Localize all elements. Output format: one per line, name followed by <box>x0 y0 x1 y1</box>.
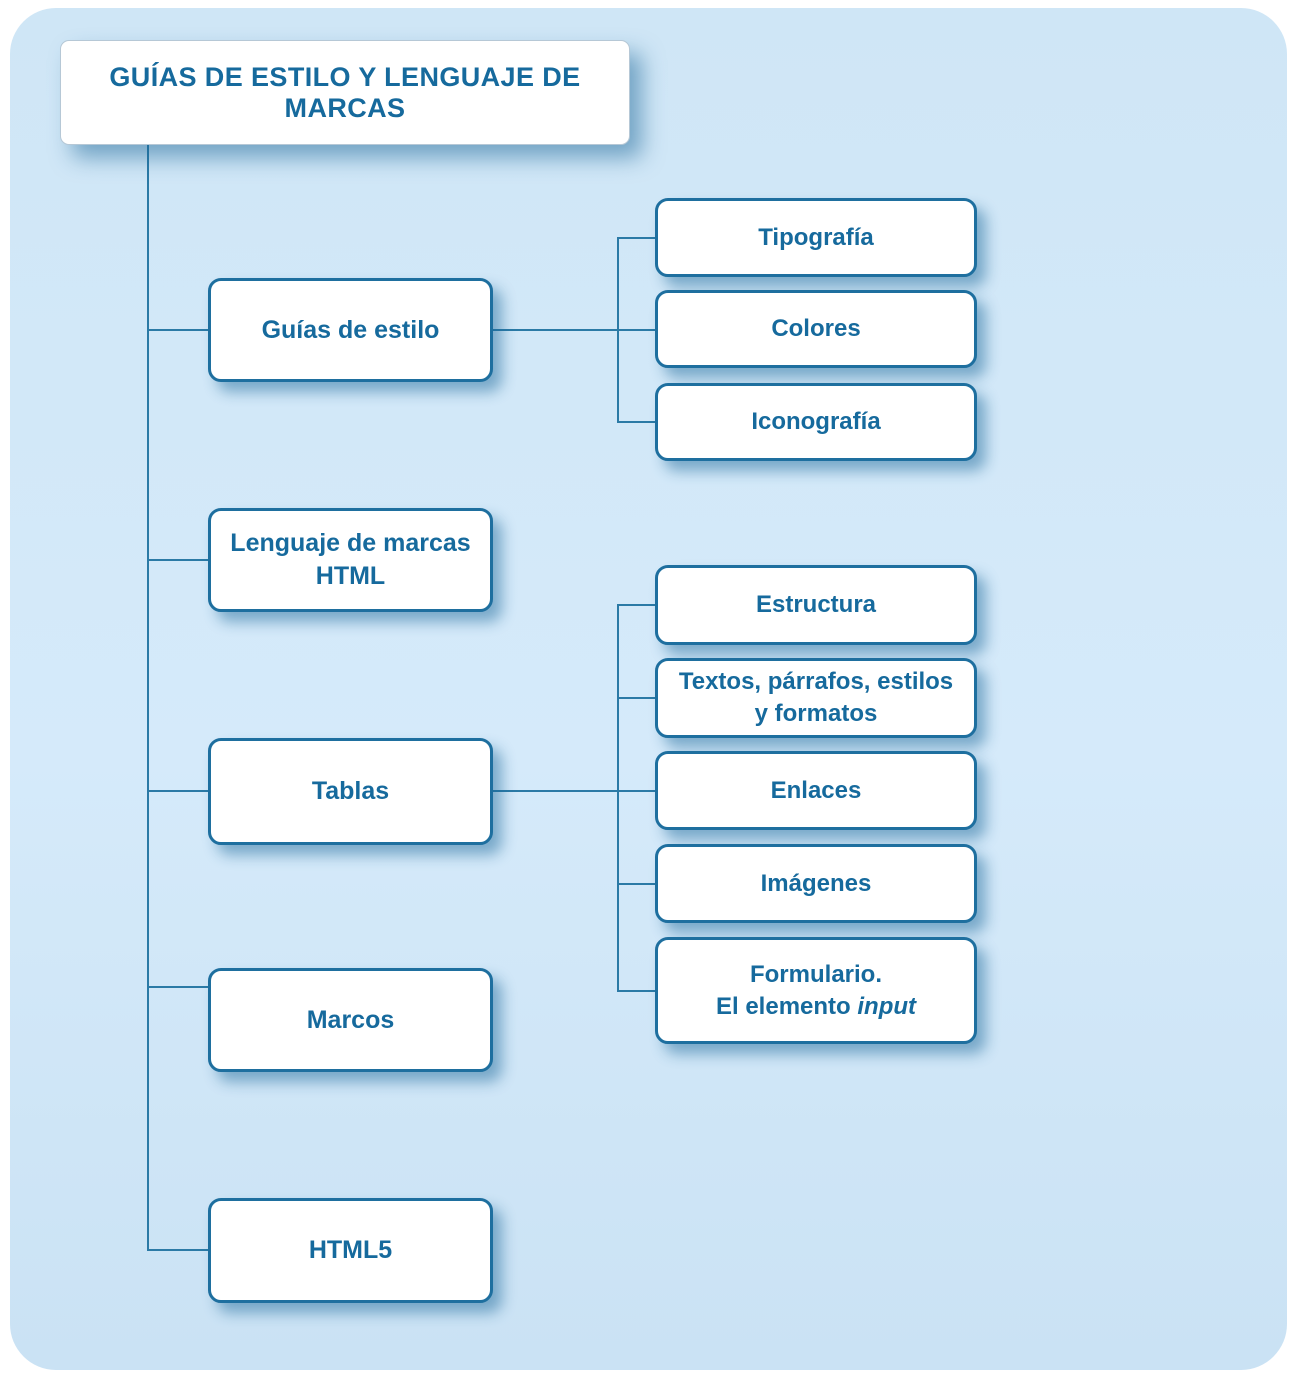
node-label: Guías de estilo <box>261 315 440 344</box>
node-iconografia: Iconografía <box>655 383 977 461</box>
connector-tablas-to-children <box>493 790 655 792</box>
node-enlaces: Enlaces <box>655 751 977 830</box>
diagram-title-label: GUÍAS DE ESTILO Y LENGUAJE DE MARCAS <box>109 61 581 123</box>
node-label: Imágenes <box>760 869 872 897</box>
node-label: Textos, párrafos, estilos y formatos <box>678 668 954 727</box>
connector-guias-children-vertical <box>617 237 619 423</box>
node-guias-de-estilo: Guías de estilo <box>208 278 493 382</box>
connector-stub-tipografia <box>617 237 655 239</box>
diagram-title: GUÍAS DE ESTILO Y LENGUAJE DE MARCAS <box>60 40 630 145</box>
node-estructura: Estructura <box>655 565 977 645</box>
node-marcos: Marcos <box>208 968 493 1072</box>
connector-stub-iconografia <box>617 421 655 423</box>
node-label: Marcos <box>306 1005 395 1034</box>
node-label: HTML5 <box>308 1236 393 1264</box>
background-panel <box>10 8 1287 1370</box>
node-label: Tipografía <box>758 223 874 251</box>
node-label: Estructura <box>755 591 877 619</box>
connector-stub-textos <box>617 697 655 699</box>
node-formulario-input: Formulario. El elemento input <box>655 937 977 1044</box>
connector-branch-lenguaje <box>147 559 208 561</box>
connector-trunk-vertical <box>147 145 149 1251</box>
node-label: Enlaces <box>770 776 862 804</box>
connector-branch-html5 <box>147 1249 208 1251</box>
connector-stub-formulario <box>617 990 655 992</box>
connector-branch-guias <box>147 329 208 331</box>
node-lenguaje-de-marcas-html: Lenguaje de marcas HTML <box>208 508 493 612</box>
node-tipografia: Tipografía <box>655 198 977 277</box>
node-label: Lenguaje de marcas HTML <box>230 529 471 590</box>
node-label: Tablas <box>311 777 390 805</box>
node-html5: HTML5 <box>208 1198 493 1303</box>
connector-stub-imagenes <box>617 883 655 885</box>
node-label: Formulario. El elemento <box>715 960 882 1020</box>
connector-stub-estructura <box>617 604 655 606</box>
connector-tablas-children-vertical <box>617 604 619 992</box>
connector-branch-marcos <box>147 986 208 988</box>
node-label-group: Formulario. El elemento input <box>716 959 916 1022</box>
node-colores: Colores <box>655 290 977 368</box>
connector-branch-tablas <box>147 790 208 792</box>
node-label: Iconografía <box>751 408 881 436</box>
node-label-italic: input <box>857 992 916 1020</box>
connector-guias-to-children <box>493 329 655 331</box>
node-textos-parrafos-estilos: Textos, párrafos, estilos y formatos <box>655 658 977 738</box>
node-label: Colores <box>771 315 861 343</box>
node-tablas: Tablas <box>208 738 493 845</box>
node-imagenes: Imágenes <box>655 844 977 923</box>
